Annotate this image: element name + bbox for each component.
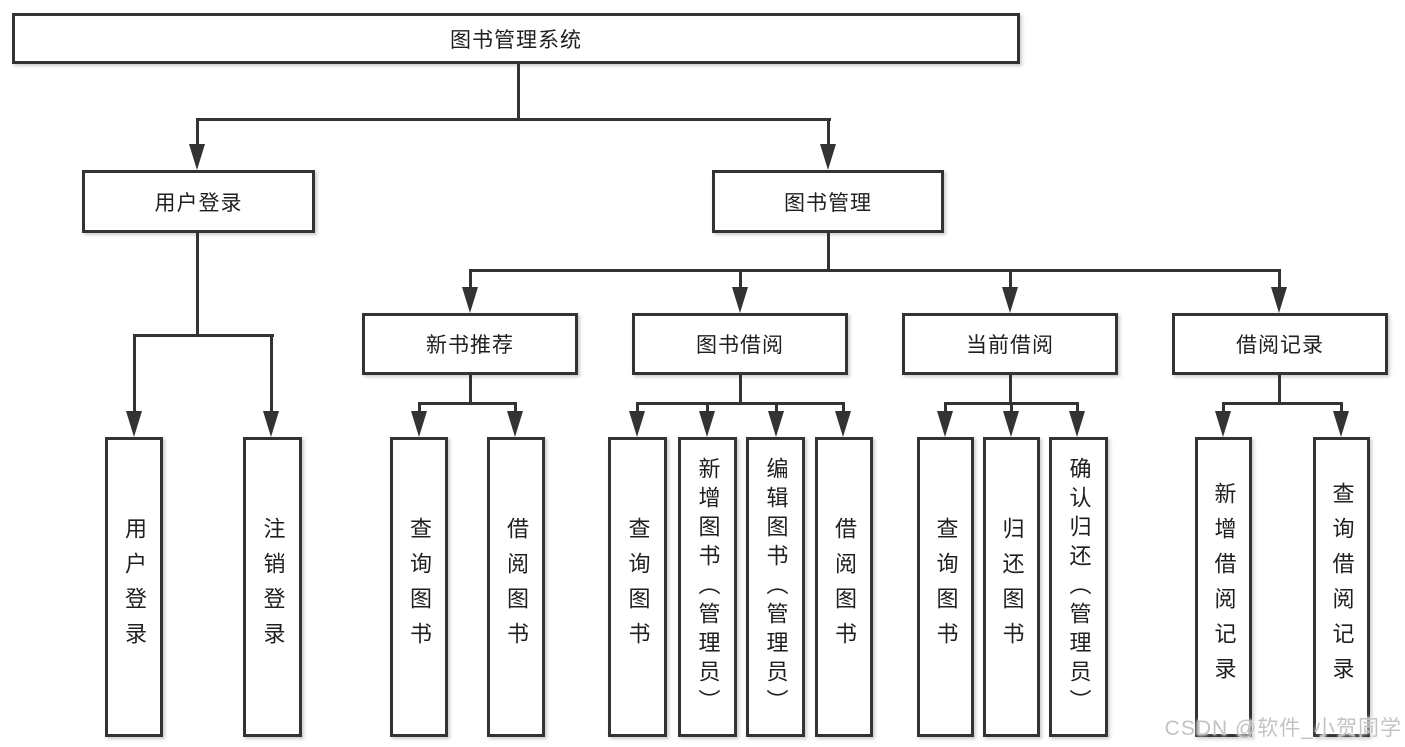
connector-line bbox=[1340, 402, 1343, 413]
arrowhead-down-icon bbox=[1003, 411, 1019, 437]
leaf-label: 查询图书 bbox=[625, 517, 651, 657]
connector-line bbox=[418, 402, 421, 413]
connector-line bbox=[469, 375, 472, 405]
arrowhead-down-icon bbox=[1271, 287, 1287, 313]
arrowhead-down-icon bbox=[768, 411, 784, 437]
node-leaf-query-books-3: 查询图书 bbox=[917, 437, 974, 737]
arrowhead-down-icon bbox=[629, 411, 645, 437]
node-leaf-borrow-books-2: 借阅图书 bbox=[815, 437, 873, 737]
node-current-borrowing: 当前借阅 bbox=[902, 313, 1118, 375]
leaf-label: 新增图书（管理员） bbox=[695, 456, 721, 718]
connector-line bbox=[469, 269, 472, 289]
connector-line bbox=[739, 375, 742, 405]
node-book-management: 图书管理 bbox=[712, 170, 944, 233]
node-leaf-edit-book-admin: 编辑图书（管理员） bbox=[746, 437, 805, 737]
node-leaf-return-books: 归还图书 bbox=[983, 437, 1040, 737]
leaf-label: 确认归还（管理员） bbox=[1066, 456, 1092, 718]
connector-line bbox=[1222, 402, 1225, 413]
leaf-label: 借阅图书 bbox=[504, 517, 529, 657]
node-leaf-logout: 注销登录 bbox=[243, 437, 302, 737]
connector-line bbox=[133, 334, 274, 337]
node-leaf-add-borrow-record: 新增借阅记录 bbox=[1195, 437, 1252, 737]
arrowhead-down-icon bbox=[937, 411, 953, 437]
csdn-watermark: CSDN @软件_小贺同学 bbox=[1164, 717, 1402, 740]
node-leaf-query-borrow-record: 查询借阅记录 bbox=[1313, 437, 1370, 737]
node-book-management-system: 图书管理系统 bbox=[12, 13, 1020, 64]
node-leaf-add-book-admin: 新增图书（管理员） bbox=[678, 437, 737, 737]
connector-line bbox=[944, 402, 947, 413]
leaf-label: 查询借阅记录 bbox=[1329, 482, 1355, 692]
arrowhead-down-icon bbox=[699, 411, 715, 437]
connector-line bbox=[517, 63, 520, 120]
connector-line bbox=[706, 402, 709, 413]
arrowhead-down-icon bbox=[263, 411, 279, 437]
connector-line bbox=[827, 118, 830, 148]
connector-line bbox=[842, 402, 845, 413]
connector-line bbox=[270, 334, 273, 412]
arrowhead-down-icon bbox=[820, 144, 836, 170]
connector-line bbox=[1278, 375, 1281, 405]
node-borrowing-records: 借阅记录 bbox=[1172, 313, 1388, 375]
arrowhead-down-icon bbox=[462, 287, 478, 313]
arrowhead-down-icon bbox=[732, 287, 748, 313]
connector-line bbox=[827, 233, 830, 271]
node-book-borrowing: 图书借阅 bbox=[632, 313, 848, 375]
arrowhead-down-icon bbox=[126, 411, 142, 437]
connector-line bbox=[636, 402, 639, 413]
arrowhead-down-icon bbox=[1069, 411, 1085, 437]
connector-line bbox=[196, 118, 199, 148]
node-new-book-recommend: 新书推荐 bbox=[362, 313, 578, 375]
arrowhead-down-icon bbox=[1002, 287, 1018, 313]
connector-line bbox=[514, 402, 517, 413]
leaf-label: 借阅图书 bbox=[832, 517, 857, 657]
leaf-label: 查询图书 bbox=[407, 517, 432, 657]
arrowhead-down-icon bbox=[189, 144, 205, 170]
connector-line bbox=[1222, 402, 1342, 405]
leaf-label: 注销登录 bbox=[260, 517, 286, 657]
node-user-login: 用户登录 bbox=[82, 170, 315, 233]
connector-line bbox=[1278, 269, 1281, 289]
connector-line bbox=[1009, 375, 1012, 405]
leaf-label: 编辑图书（管理员） bbox=[763, 456, 789, 718]
connector-line bbox=[1009, 269, 1012, 289]
arrowhead-down-icon bbox=[1333, 411, 1349, 437]
connector-line bbox=[418, 402, 517, 405]
node-leaf-query-books-2: 查询图书 bbox=[608, 437, 667, 737]
connector-line bbox=[469, 269, 1281, 272]
leaf-label: 查询图书 bbox=[933, 517, 959, 657]
node-leaf-user-login: 用户登录 bbox=[105, 437, 163, 737]
arrowhead-down-icon bbox=[411, 411, 427, 437]
connector-line bbox=[196, 118, 831, 121]
arrowhead-down-icon bbox=[507, 411, 523, 437]
connector-line bbox=[196, 233, 199, 336]
connector-line bbox=[739, 269, 742, 289]
connector-line bbox=[775, 402, 778, 413]
connector-line bbox=[1010, 402, 1013, 413]
node-leaf-confirm-return-admin: 确认归还（管理员） bbox=[1049, 437, 1108, 737]
arrowhead-down-icon bbox=[1215, 411, 1231, 437]
leaf-label: 归还图书 bbox=[999, 517, 1025, 657]
connector-line bbox=[133, 334, 136, 412]
connector-line bbox=[636, 402, 845, 405]
node-leaf-borrow-books-1: 借阅图书 bbox=[487, 437, 545, 737]
leaf-label: 新增借阅记录 bbox=[1211, 482, 1237, 692]
arrowhead-down-icon bbox=[835, 411, 851, 437]
connector-line bbox=[1076, 402, 1079, 413]
node-leaf-query-books-1: 查询图书 bbox=[390, 437, 448, 737]
leaf-label: 用户登录 bbox=[122, 517, 147, 657]
